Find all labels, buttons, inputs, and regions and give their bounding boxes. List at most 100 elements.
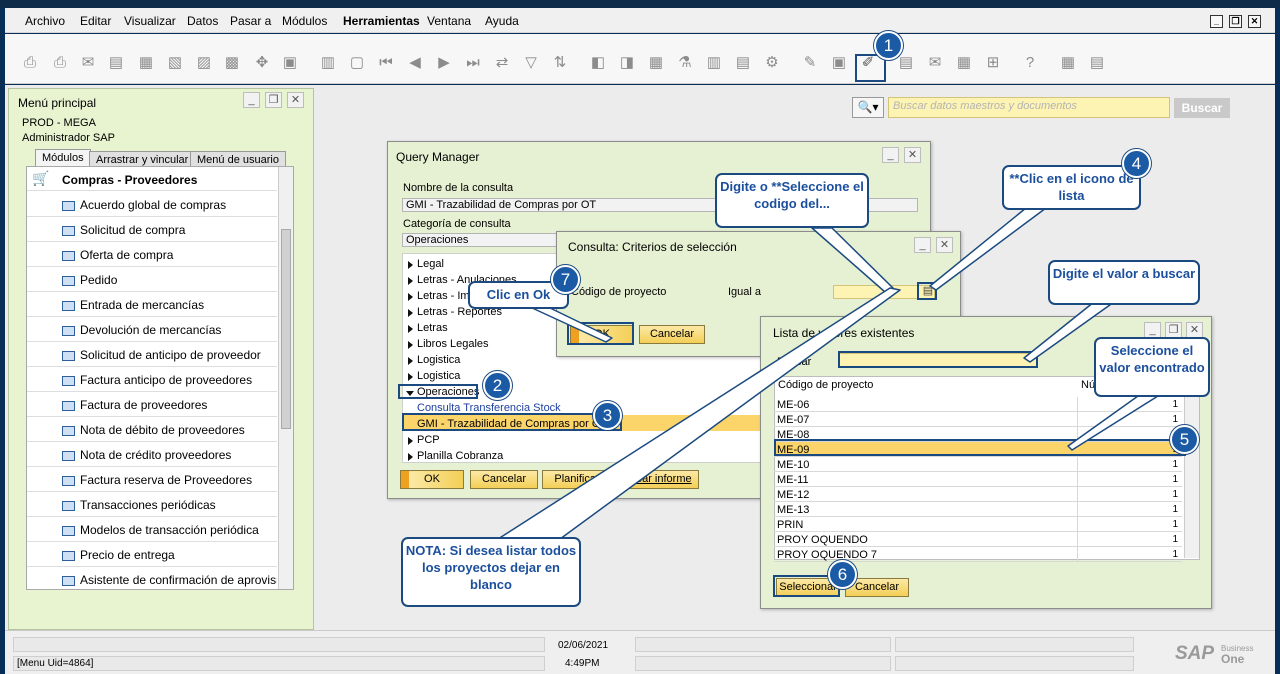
- list-item[interactable]: Nota de crédito proveedores: [27, 442, 277, 467]
- list-item[interactable]: Asistente de confirmación de aprovisiona…: [27, 567, 277, 589]
- tree-node[interactable]: Letras - Reportes: [405, 306, 502, 318]
- tree-node[interactable]: Legal: [405, 258, 444, 270]
- filter-icon[interactable]: ▽: [525, 54, 537, 71]
- tab-arrastrar-vincular[interactable]: Arrastrar y vincular: [89, 151, 196, 168]
- tree-node-operaciones[interactable]: Operaciones: [405, 386, 479, 398]
- panel-close-button[interactable]: ✕: [287, 92, 304, 108]
- window-layout-icon[interactable]: ▤: [1089, 54, 1105, 71]
- org-chart-icon[interactable]: ⊞: [986, 54, 1000, 71]
- menu-pasar-a[interactable]: Pasar a: [230, 14, 272, 28]
- list-item[interactable]: Precio de entrega: [27, 542, 277, 567]
- tree-node[interactable]: Planilla Cobranza: [405, 450, 503, 462]
- tab-menu-usuario[interactable]: Menú de usuario: [190, 151, 286, 168]
- print-icon[interactable]: ⎙: [53, 54, 66, 71]
- email-icon[interactable]: ✉: [81, 54, 95, 71]
- messages-icon[interactable]: ✉: [928, 54, 942, 71]
- global-search-input[interactable]: Buscar datos maestros y documentos: [888, 97, 1170, 118]
- query-wizard-icon[interactable]: ▤: [898, 54, 914, 71]
- menu-datos[interactable]: Datos: [187, 14, 219, 28]
- tab-modulos[interactable]: Módulos: [35, 149, 91, 168]
- minimize-button[interactable]: _: [1210, 15, 1223, 28]
- calculator-icon[interactable]: ▦: [1060, 54, 1076, 71]
- tree-node[interactable]: PCP: [405, 434, 440, 446]
- lock-document-icon[interactable]: ▣: [282, 54, 298, 71]
- scrollbar-thumb[interactable]: [281, 229, 291, 429]
- sms-icon[interactable]: ▤: [108, 54, 124, 71]
- list-item[interactable]: Transacciones periódicas: [27, 492, 277, 517]
- vl-cancel-button[interactable]: Cancelar: [845, 578, 909, 597]
- list-item[interactable]: Factura de proveedores: [27, 392, 277, 417]
- previous-record-icon[interactable]: ◀: [409, 54, 421, 71]
- menu-ayuda[interactable]: Ayuda: [485, 14, 519, 28]
- qm-ok-button[interactable]: OK: [400, 470, 464, 489]
- list-item[interactable]: Devolución de mercancías: [27, 317, 277, 342]
- restore-button[interactable]: ❐: [1229, 15, 1242, 28]
- refresh-icon[interactable]: ⇄: [495, 54, 509, 71]
- search-button[interactable]: Buscar: [1174, 98, 1230, 118]
- qm-close-button[interactable]: ✕: [904, 147, 921, 163]
- gross-profit-icon[interactable]: ▦: [648, 54, 664, 71]
- fax-icon[interactable]: ▦: [138, 54, 154, 71]
- word-export-icon[interactable]: ▨: [196, 54, 212, 71]
- help-icon[interactable]: ?: [1025, 54, 1035, 71]
- list-item[interactable]: Factura reserva de Proveedores: [27, 467, 277, 492]
- tree-node[interactable]: Letras - Imp: [405, 290, 476, 302]
- query-category-field[interactable]: Operaciones: [402, 233, 557, 247]
- list-icon[interactable]: ▤: [922, 285, 934, 297]
- vl-close-button[interactable]: ✕: [1186, 322, 1203, 338]
- find-icon[interactable]: ▥: [320, 54, 336, 71]
- tree-leaf-gmi[interactable]: GMI - Trazabilidad de Compras por OT: [417, 418, 608, 430]
- add-icon[interactable]: ▢: [349, 54, 365, 71]
- target-document-icon[interactable]: ◨: [619, 54, 635, 71]
- preview-icon[interactable]: ⎙: [23, 54, 36, 71]
- calendar-icon[interactable]: ▦: [956, 54, 972, 71]
- last-record-icon[interactable]: ⏭: [466, 54, 480, 71]
- col-header-number[interactable]: Nú: [1081, 379, 1096, 391]
- list-item[interactable]: Solicitud de compra: [27, 217, 277, 242]
- base-document-icon[interactable]: ◧: [590, 54, 606, 71]
- form-settings-icon[interactable]: ▣: [831, 54, 847, 71]
- module-compras-proveedores[interactable]: 🛒 Compras - Proveedores: [27, 167, 277, 191]
- move-icon[interactable]: ✥: [255, 54, 269, 71]
- transaction-journal-icon[interactable]: ▥: [706, 54, 722, 71]
- excel-export-icon[interactable]: ▧: [167, 54, 183, 71]
- panel-minimize-button[interactable]: _: [243, 92, 260, 108]
- menu-ventana[interactable]: Ventana: [427, 14, 472, 28]
- volume-weight-icon[interactable]: ⚗: [678, 54, 692, 71]
- list-item[interactable]: Nota de débito de proveedores: [27, 417, 277, 442]
- tree-node[interactable]: Logistica: [405, 354, 460, 366]
- list-item[interactable]: Oferta de compra: [27, 242, 277, 267]
- edit-icon[interactable]: ✎: [803, 54, 817, 71]
- menu-visualizar[interactable]: Visualizar: [124, 14, 176, 28]
- menu-herramientas[interactable]: Herramientas: [343, 14, 420, 28]
- next-record-icon[interactable]: ▶: [438, 54, 450, 71]
- criteria-cancel-button[interactable]: Cancelar: [639, 325, 705, 344]
- menu-modulos[interactable]: Módulos: [282, 14, 328, 28]
- criteria-minimize-button[interactable]: _: [914, 237, 931, 253]
- menu-archivo[interactable]: Archivo: [25, 14, 66, 28]
- settings-icon[interactable]: ⚙: [765, 54, 779, 71]
- pdf-export-icon[interactable]: ▩: [224, 54, 240, 71]
- payment-icon[interactable]: ▤: [735, 54, 751, 71]
- list-item[interactable]: Modelos de transacción periódica: [27, 517, 277, 542]
- list-item[interactable]: Entrada de mercancías: [27, 292, 277, 317]
- qm-cancel-button[interactable]: Cancelar: [470, 470, 538, 489]
- list-item[interactable]: Pedido: [27, 267, 277, 292]
- tree-node[interactable]: Logistica: [405, 370, 460, 382]
- tree-node[interactable]: Libros Legales: [405, 338, 489, 350]
- col-header-project-code[interactable]: Código de proyecto: [778, 379, 874, 391]
- panel-restore-button[interactable]: ❐: [265, 92, 282, 108]
- close-button[interactable]: ✕: [1248, 15, 1261, 28]
- list-item[interactable]: Solicitud de anticipo de proveedor: [27, 342, 277, 367]
- query-manager-icon[interactable]: ✐: [861, 54, 875, 71]
- list-item[interactable]: Factura anticipo de proveedores: [27, 367, 277, 392]
- tree-node[interactable]: Letras: [405, 322, 448, 334]
- tree-leaf-stock[interactable]: Consulta Transferencia Stock: [417, 402, 561, 414]
